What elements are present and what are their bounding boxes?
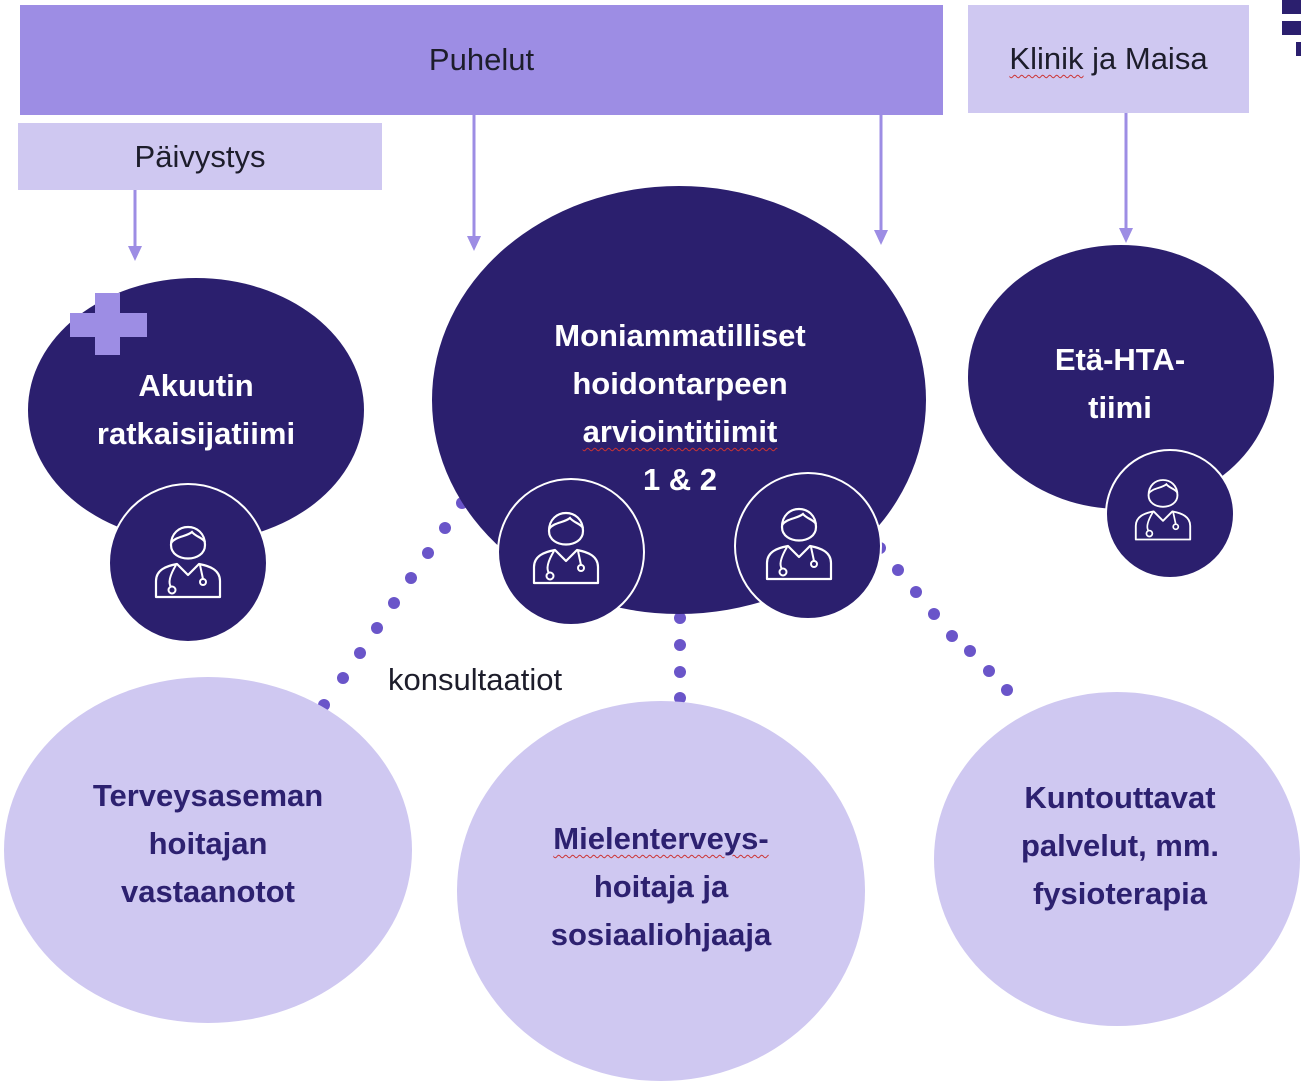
doctor-icon bbox=[108, 483, 268, 643]
kuntouttavat-label: Kuntouttavat palvelut, mm. fysioterapia bbox=[970, 774, 1270, 918]
arrow-paivystys-to-akuutti bbox=[128, 190, 142, 261]
terveysasema-line2: hoitajan bbox=[148, 826, 268, 861]
moni-line2: hoidontarpeen bbox=[572, 366, 788, 401]
moni-line3-text: arviointitiimit bbox=[582, 414, 778, 449]
corner-icon bbox=[1282, 0, 1301, 56]
circle-mielenterveys bbox=[457, 701, 865, 1081]
kuntouttavat-line2: palvelut, mm. bbox=[1020, 828, 1220, 863]
akuutti-label: Akuutin ratkaisijatiimi bbox=[60, 362, 332, 458]
circle-terveysasema bbox=[4, 677, 412, 1023]
banner-puhelut: Puhelut bbox=[20, 5, 943, 115]
arrow-klinik-to-eta bbox=[1119, 113, 1133, 243]
doctor-icon bbox=[497, 478, 645, 626]
terveysasema-label: Terveysaseman hoitajan vastaanotot bbox=[58, 772, 358, 916]
mielenterveys-line2: hoitaja ja bbox=[593, 869, 729, 904]
circle-kuntouttavat bbox=[934, 692, 1300, 1026]
eta-line1: Etä-HTA- bbox=[1054, 342, 1186, 377]
mielenterveys-line1: Mielenterveys- bbox=[511, 815, 811, 863]
mielenterveys-line1-text: Mielenterveys- bbox=[553, 821, 769, 856]
circle-eta-hta bbox=[968, 245, 1274, 509]
eta-hta-label: Etä-HTA- tiimi bbox=[1020, 336, 1220, 432]
consultation-label: konsultaatiot bbox=[388, 662, 563, 697]
terveysasema-line3: vastaanotot bbox=[121, 874, 295, 909]
banner-klinik-word: Klinik bbox=[1009, 41, 1084, 76]
moni-line3: arviointitiimit bbox=[480, 408, 880, 456]
banner-paivystys: Päivystys bbox=[18, 123, 382, 190]
akuutti-line1: Akuutin bbox=[138, 368, 254, 403]
banner-paivystys-label: Päivystys bbox=[134, 138, 266, 174]
plus-icon bbox=[70, 293, 147, 355]
dotted-line-kuntouttavat bbox=[874, 542, 1013, 696]
moniammatilliset-label: Moniammatilliset hoidontarpeen arviointi… bbox=[480, 312, 880, 504]
doctor-icon bbox=[1105, 449, 1235, 579]
kuntouttavat-line1: Kuntouttavat bbox=[1024, 780, 1216, 815]
terveysasema-line1: Terveysaseman bbox=[92, 778, 324, 813]
banner-klinik-rest: ja Maisa bbox=[1083, 41, 1208, 76]
mielenterveys-line3: sosiaaliohjaaja bbox=[550, 917, 772, 952]
moni-line4: 1 & 2 bbox=[642, 462, 718, 497]
banner-puhelut-label: Puhelut bbox=[428, 42, 535, 77]
kuntouttavat-line3: fysioterapia bbox=[1032, 876, 1207, 911]
mielenterveys-label: Mielenterveys- hoitaja ja sosiaaliohjaaj… bbox=[511, 815, 811, 959]
banner-klinik-label: Klinik ja Maisa bbox=[1009, 41, 1207, 77]
arrow-puhelut-to-moni-left bbox=[467, 115, 481, 251]
moni-line1: Moniammatilliset bbox=[554, 318, 806, 353]
arrow-puhelut-to-moni-right bbox=[874, 115, 888, 245]
akuutti-line2: ratkaisijatiimi bbox=[96, 416, 296, 451]
banner-klinik-maisa: Klinik ja Maisa bbox=[968, 5, 1249, 113]
eta-line2: tiimi bbox=[1088, 390, 1152, 425]
doctor-icon bbox=[734, 472, 882, 620]
